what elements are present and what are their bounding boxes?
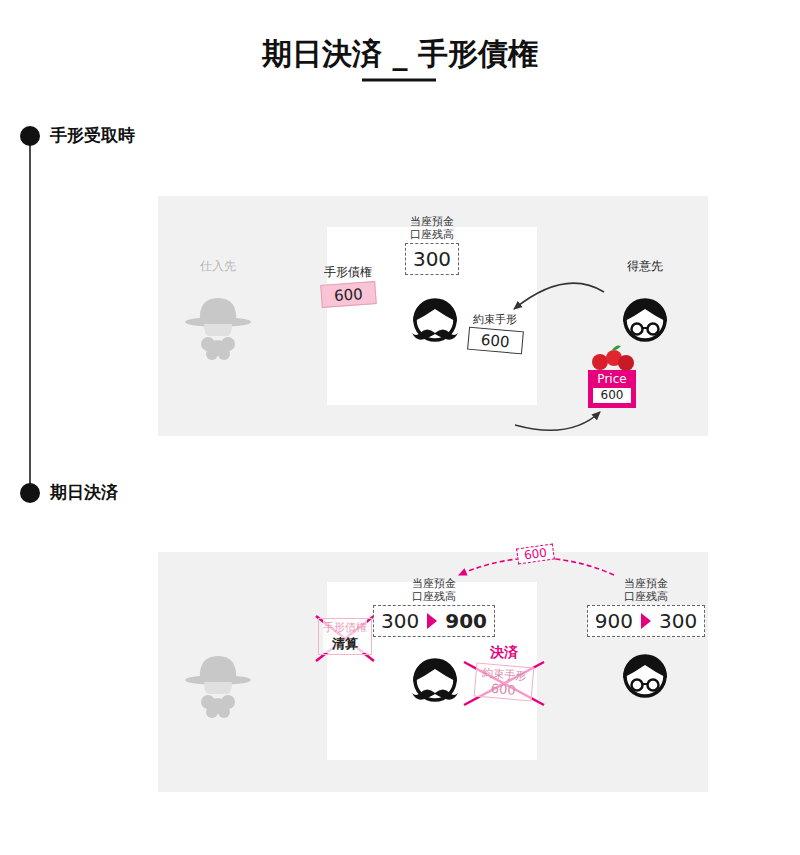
- node-flag: 手形債権 600: [314, 264, 382, 306]
- note-heading: 約束手形: [464, 312, 526, 327]
- claim-heading: 手形債権: [314, 264, 382, 281]
- cancel-cross: [464, 662, 544, 705]
- party-name: 仕入先: [180, 258, 256, 275]
- node-xflag: 手形債権清算: [314, 618, 376, 655]
- balance-before: 300: [413, 247, 451, 271]
- goods-box: Price600: [588, 370, 636, 408]
- node-person: 得意先: [606, 258, 684, 352]
- node-acct: 当座預金 口座残高 300: [392, 216, 472, 275]
- account-heading: 当座預金 口座残高: [408, 578, 461, 603]
- claim-flag: 600: [320, 281, 376, 308]
- balance-after: 300: [659, 609, 697, 633]
- settlement-mark: 決済: [462, 644, 546, 662]
- faded-note-amount: 600: [481, 680, 526, 699]
- price-tag: Price: [590, 372, 634, 388]
- account-heading: 当座預金 口座残高: [406, 216, 459, 241]
- change-triangle: [427, 613, 437, 629]
- transfer-amount: 600: [516, 543, 555, 564]
- balance-before: 900: [595, 609, 633, 633]
- settled-note: 約束手形600: [474, 663, 535, 702]
- faded-claim-heading: 手形債権: [323, 620, 367, 635]
- account-heading: 当座預金 口座残高: [620, 578, 673, 603]
- timeline-label: 期日決済: [50, 481, 118, 504]
- node-price: Price600: [588, 370, 636, 408]
- flow-arrow: [514, 283, 604, 309]
- balance-box: 300 900: [373, 605, 495, 637]
- promissory-note: 600: [467, 327, 523, 355]
- cancel-cross: [316, 616, 374, 661]
- settled-claim: 手形債権清算: [318, 618, 372, 655]
- change-triangle: [641, 613, 651, 629]
- node-acct: 当座預金 口座残高 300 900: [372, 578, 496, 637]
- cancel-cross: [316, 616, 374, 661]
- node-person: 仕入先: [180, 258, 256, 368]
- timeline-label: 手形受取時: [50, 124, 135, 147]
- diagram-title: 期日決済 _ 手形債権: [0, 34, 800, 75]
- price-amount: 600: [593, 388, 631, 404]
- node-acct: 当座預金 口座残高 900 300: [584, 578, 708, 637]
- balance-after: 900: [445, 609, 487, 633]
- balance-before: 300: [381, 609, 419, 633]
- party-name: 得意先: [606, 258, 684, 275]
- note-amount: 600: [480, 331, 510, 351]
- balance-box: 300: [405, 243, 459, 275]
- settled-mark: 清算: [323, 635, 367, 653]
- cancel-cross: [464, 662, 544, 705]
- node-xnote: 決済約束手形600: [462, 644, 546, 699]
- node-note: 約束手形 600: [464, 312, 526, 352]
- balance-box: 900 300: [587, 605, 705, 637]
- claim-amount: 600: [333, 285, 363, 305]
